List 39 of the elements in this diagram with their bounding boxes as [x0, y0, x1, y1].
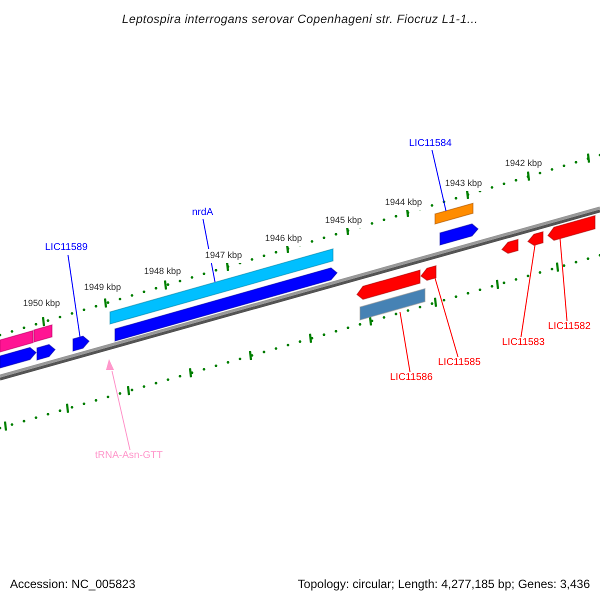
- leader-line: [112, 370, 130, 450]
- scale-label: 1944 kbp: [384, 196, 424, 210]
- gene-label: LIC11584: [409, 138, 452, 149]
- scale-label: 1949 kbp: [83, 281, 122, 294]
- scale-label: 1942 kbp: [504, 157, 544, 170]
- leader-line: [520, 244, 536, 338]
- scale-label: 1948 kbp: [143, 265, 182, 278]
- gene-feature: [501, 238, 518, 254]
- genome-stats-text: Topology: circular; Length: 4,277,185 bp; Genes: 3,436: [298, 576, 590, 593]
- gene-label: LIC11583: [502, 337, 545, 348]
- gene-feature: [34, 324, 52, 343]
- scale-label: 1943 kbp: [444, 177, 484, 190]
- gene-feature: [420, 265, 436, 281]
- leader-line: [434, 278, 458, 358]
- gene-label: LIC11582: [548, 321, 591, 332]
- gene-feature: [434, 202, 474, 225]
- scale-label: 1950 kbp: [22, 297, 62, 310]
- gene-label: LIC11585: [438, 357, 481, 368]
- gene-feature: [527, 231, 544, 246]
- gene-label: nrdA: [192, 207, 214, 218]
- gene-feature: [360, 288, 426, 321]
- gene-feature: [36, 344, 56, 361]
- gene-feature: [356, 270, 420, 300]
- gene-feature: [547, 215, 596, 241]
- leader-line: [68, 254, 80, 338]
- gene-label: tRNA-Asn-GTT: [95, 450, 163, 461]
- scale-label: 1946 kbp: [264, 232, 304, 246]
- scale-label: 1945 kbp: [324, 214, 364, 228]
- scale-label: 1947 kbp: [204, 249, 244, 262]
- title: Leptospira interrogans serovar Copenhageni str. Fiocruz L1-1...: [121, 11, 479, 28]
- gene-feature: [440, 223, 479, 246]
- trna-marker: [106, 359, 114, 370]
- gene-label: LIC11586: [390, 372, 433, 383]
- gene-label: LIC11589: [45, 242, 88, 253]
- leader-line: [400, 312, 410, 372]
- gene-feature: [72, 336, 90, 352]
- leader-line: [432, 150, 446, 212]
- leader-line: [560, 238, 568, 322]
- accession-text: Accession: NC_005823: [10, 576, 136, 593]
